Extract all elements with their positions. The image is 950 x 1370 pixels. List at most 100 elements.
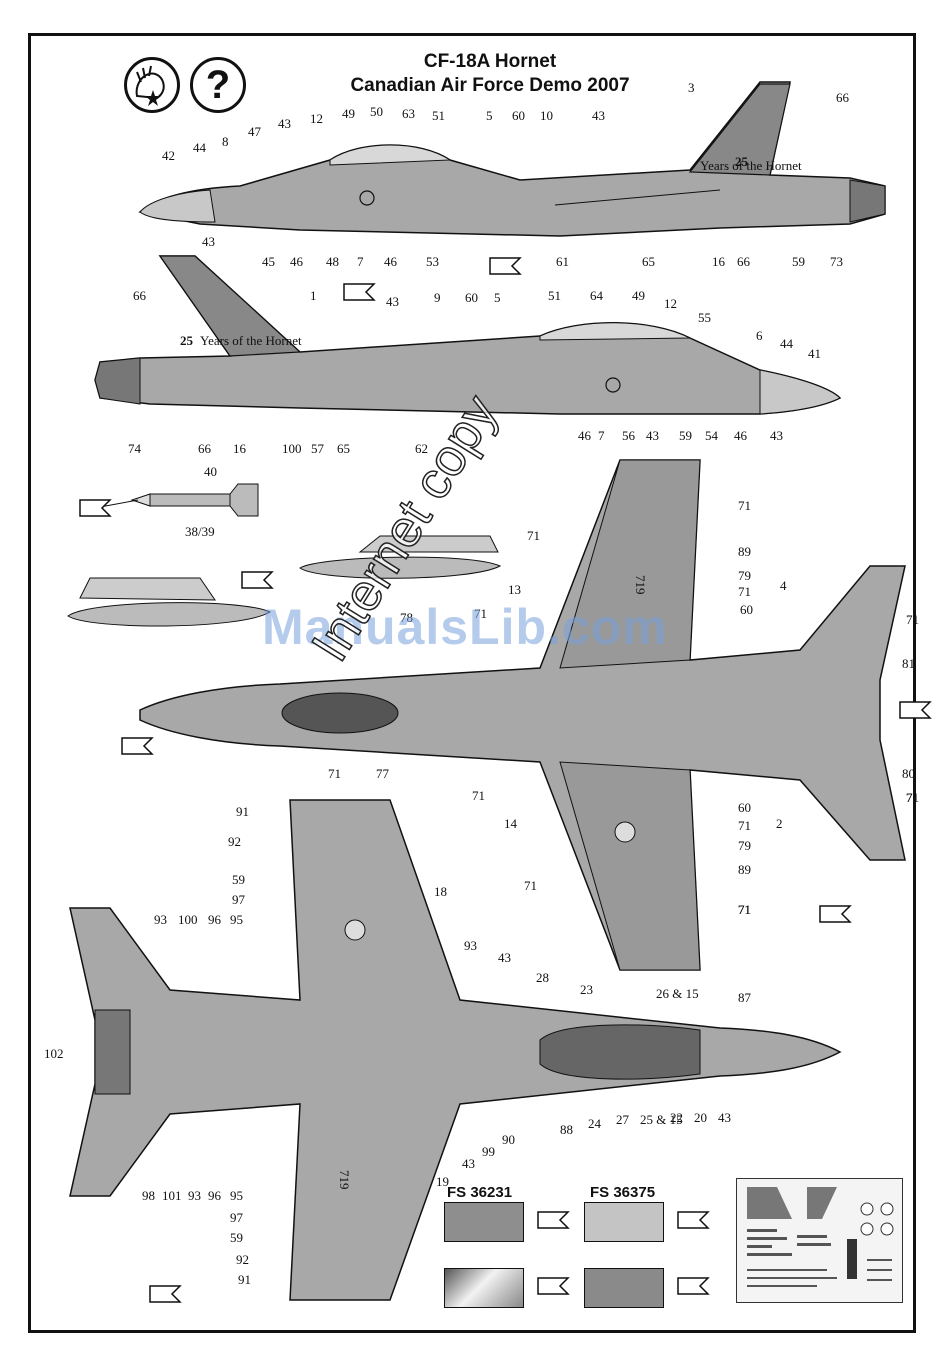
callout: 5 xyxy=(486,108,493,123)
callout: 71 xyxy=(328,766,341,781)
serial-number: 719 xyxy=(633,575,648,595)
callout: 59 xyxy=(679,428,692,443)
profile-left-view: Years of the Hornet 25 xyxy=(138,81,886,237)
callout: 97 xyxy=(232,892,246,907)
callout: 43 xyxy=(386,294,399,309)
page-title: CF-18A Hornet Canadian Air Force Demo 20… xyxy=(280,50,700,98)
callout: 44 xyxy=(780,336,794,351)
callouts-top-view: 71 71 71 89 79 71 13 4 60 71 81 78 71 71… xyxy=(328,498,919,917)
callout: 100 xyxy=(178,912,198,927)
callout: 46 xyxy=(384,254,398,269)
callout: 81 xyxy=(902,656,915,671)
callout: 102 xyxy=(44,1046,64,1061)
callout: 9 xyxy=(434,290,441,305)
callout: 54 xyxy=(705,428,719,443)
callout: 51 xyxy=(432,108,445,123)
callout: 99 xyxy=(482,1144,495,1159)
callout: 14 xyxy=(504,816,518,831)
callout: 71 xyxy=(738,902,751,917)
callout: 61 xyxy=(556,254,569,269)
callout: 59 xyxy=(230,1230,243,1245)
callout: 79 xyxy=(738,568,751,583)
callout: 49 xyxy=(632,288,645,303)
callout: 45 xyxy=(262,254,275,269)
callout: 88 xyxy=(560,1122,573,1137)
callout: 5 xyxy=(494,290,501,305)
callout: 6 xyxy=(756,328,763,343)
callout: 43 xyxy=(592,108,605,123)
fs36375-label: FS 36375 xyxy=(590,1184,656,1201)
callout: 43 xyxy=(278,116,291,131)
callout: 71 xyxy=(472,788,485,803)
callout: 1 xyxy=(310,288,317,303)
callout: 101 xyxy=(162,1188,182,1203)
callout: 50 xyxy=(370,104,383,119)
callout: 38/39 xyxy=(185,524,215,539)
callout: 59 xyxy=(232,872,245,887)
callout: 47 xyxy=(248,124,262,139)
callout: 93 xyxy=(188,1188,201,1203)
callout: 46 xyxy=(734,428,748,443)
callout: 96 xyxy=(208,912,222,927)
callout: 60 xyxy=(512,108,525,123)
callout: 90 xyxy=(502,1132,515,1147)
callout: 3 xyxy=(688,80,695,95)
serial-number: 719 xyxy=(337,1170,352,1190)
callout: 16 xyxy=(712,254,726,269)
callout: 96 xyxy=(208,1188,222,1203)
paint-swatch-fs36375 xyxy=(584,1202,664,1242)
callout: 66 xyxy=(198,441,212,456)
callout: 60 xyxy=(740,602,753,617)
callout: 4 xyxy=(780,578,787,593)
paint-swatch-metallic xyxy=(444,1268,524,1308)
callout: 64 xyxy=(590,288,604,303)
callout: 91 xyxy=(236,804,249,819)
bottom-view: 719 xyxy=(69,799,842,1301)
callouts-bottom-view: 91 92 59 97 93 100 96 95 18 93 43 28 23 … xyxy=(44,804,752,1287)
callout: 42 xyxy=(162,148,175,163)
callout: 26 & 15 xyxy=(656,986,699,1001)
decal-sheet-thumbnail xyxy=(736,1178,903,1303)
callout: 46 xyxy=(290,254,304,269)
callout: 56 xyxy=(622,428,636,443)
tail-text: Years of the Hornet xyxy=(200,333,302,348)
callout: 10 xyxy=(540,108,553,123)
callout: 98 xyxy=(142,1188,155,1203)
callout: 24 xyxy=(588,1116,602,1131)
callouts-profile1: 3 66 43 10 60 5 51 63 50 49 12 43 47 8 4… xyxy=(162,80,850,269)
callout: 97 xyxy=(230,1210,244,1225)
callout: 12 xyxy=(310,111,323,126)
callout: 13 xyxy=(508,582,521,597)
fs36231-label: FS 36231 xyxy=(447,1184,513,1201)
paint-swatch-fs36231 xyxy=(444,1202,524,1242)
watermark-manualslib: ManualsLib.com xyxy=(262,599,668,655)
callout: 65 xyxy=(337,441,350,456)
callout: 77 xyxy=(376,766,390,781)
tail-number: 25 xyxy=(180,333,194,348)
callout: 22 xyxy=(670,1110,683,1125)
callout: 60 xyxy=(465,290,478,305)
callout: 66 xyxy=(836,90,850,105)
callout: 71 xyxy=(738,902,751,917)
callout: 60 xyxy=(738,800,751,815)
callout: 71 xyxy=(738,902,751,917)
callout: 53 xyxy=(426,254,439,269)
callout: 41 xyxy=(808,346,821,361)
callout: 65 xyxy=(642,254,655,269)
missile-drawing xyxy=(99,483,259,517)
callout: 46 xyxy=(578,428,592,443)
callout: 59 xyxy=(792,254,805,269)
callout: 92 xyxy=(236,1252,249,1267)
callout: 62 xyxy=(415,441,428,456)
callout: 28 xyxy=(536,970,549,985)
title-line1: CF-18A Hornet xyxy=(423,51,557,72)
callout: 57 xyxy=(311,441,325,456)
callout: 74 xyxy=(128,441,142,456)
callout: 43 xyxy=(646,428,659,443)
callout: 89 xyxy=(738,862,751,877)
callout: 87 xyxy=(738,990,752,1005)
callout: 71 xyxy=(527,528,540,543)
callout: 7 xyxy=(357,254,364,269)
tail-number: 25 xyxy=(735,154,749,169)
